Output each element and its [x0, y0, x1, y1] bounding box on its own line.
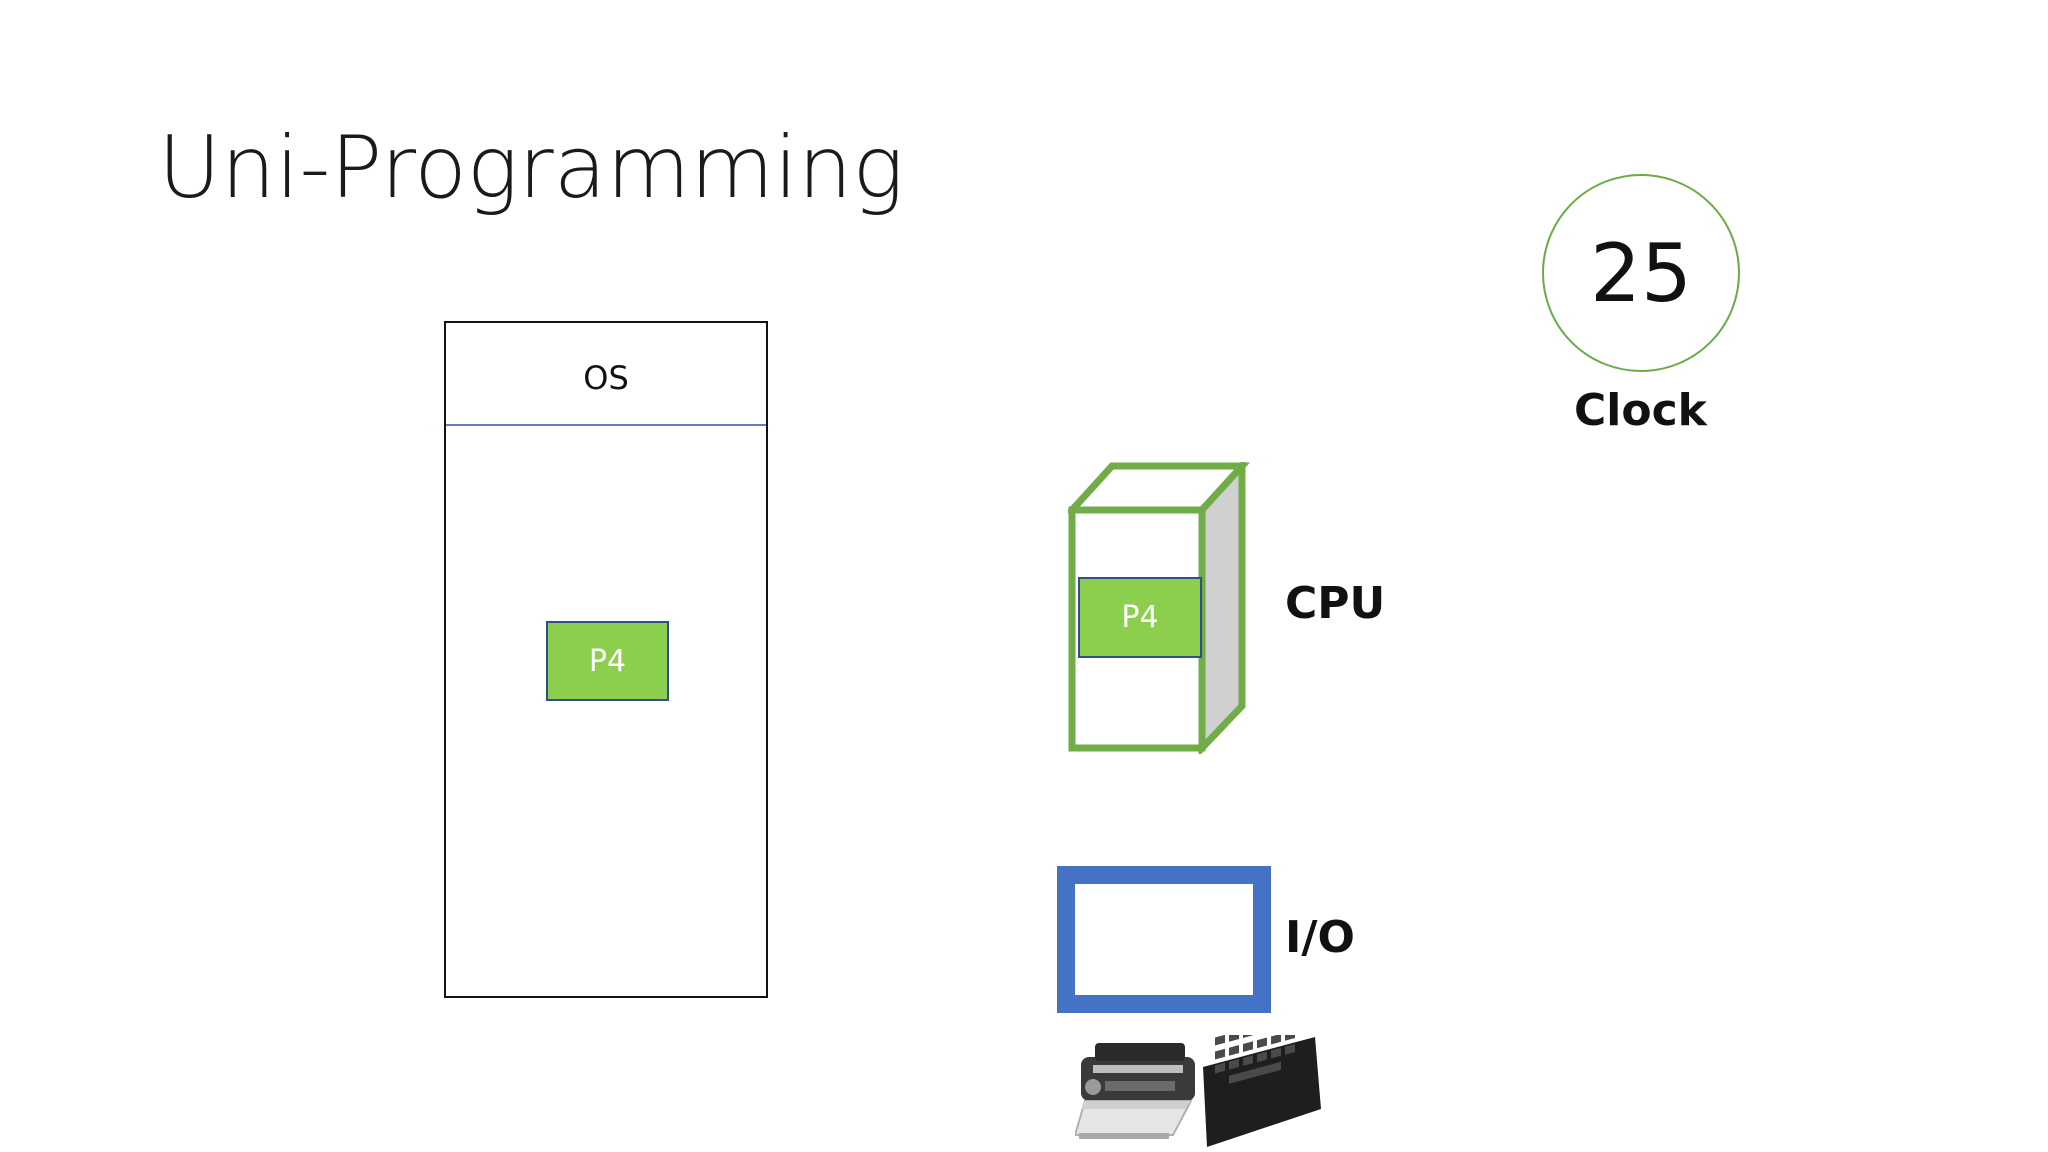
clock-value: 25 — [1590, 226, 1692, 320]
io-screen-inner — [1075, 884, 1253, 995]
io-devices — [1075, 1035, 1325, 1150]
os-divider — [446, 424, 766, 426]
memory-box: OS P4 — [444, 321, 768, 998]
cpu-process-block: P4 — [1078, 577, 1202, 658]
cpu-process-label: P4 — [1121, 600, 1159, 635]
io-label: I/O — [1285, 912, 1355, 963]
clock-circle: 25 — [1542, 174, 1740, 372]
cpu-label: CPU — [1285, 578, 1386, 629]
io-screen — [1057, 866, 1271, 1013]
clock-label: Clock — [1574, 385, 1707, 436]
os-label: OS — [583, 359, 629, 397]
cpu-figure: P4 — [1064, 456, 1258, 757]
memory-process-block: P4 — [546, 621, 669, 701]
keyboard-icon — [1203, 1035, 1321, 1147]
page-title: Uni-Programming — [158, 118, 905, 218]
printer-icon — [1075, 1043, 1195, 1139]
memory-process-label: P4 — [588, 643, 627, 679]
